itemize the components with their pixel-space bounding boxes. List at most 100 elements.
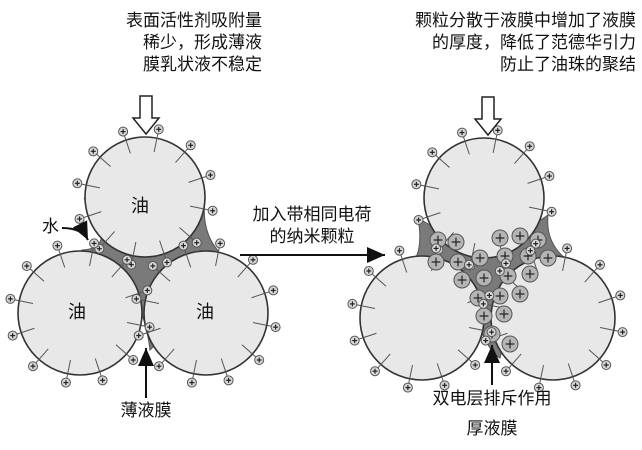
nanoparticle-icon: [475, 307, 493, 325]
plus-charge-icon: [207, 205, 218, 216]
surfactant-tail: [13, 299, 34, 304]
surfactant-tail: [434, 153, 450, 168]
plus-charge-icon: [88, 146, 99, 157]
right-caption: 颗粒分散于液膜中增加了液膜 的厚度，降低了范德华引力 防止了油珠的聚结: [415, 10, 636, 76]
plus-charge-icon: [215, 238, 226, 249]
plus-charge-icon: [470, 360, 481, 371]
surfactant-tail: [188, 175, 208, 183]
plus-charge-icon: [122, 254, 133, 265]
plus-charge-icon: [457, 127, 468, 138]
nanoparticle-icon: [511, 285, 529, 303]
plus-charge-icon: [21, 260, 32, 271]
surfactant-tail: [421, 212, 441, 220]
plus-charge-icon: [439, 380, 450, 391]
left-caption: 表面活性剂吸附量 稀少，形成薄液 膜乳状液不稳定: [126, 10, 262, 76]
plus-charge-icon: [369, 366, 380, 377]
surfactant-tail: [160, 348, 175, 365]
surfactant-tail: [28, 267, 45, 282]
plus-charge-icon: [133, 330, 144, 341]
plus-charge-icon: [544, 171, 555, 182]
plus-charge-icon: [185, 140, 196, 151]
nanoparticle-icon: [511, 227, 529, 245]
surfactant-tail: [123, 134, 131, 154]
surfactant-tail: [527, 176, 547, 184]
surfactant-tail: [15, 327, 35, 336]
plus-charge-icon: [191, 237, 202, 248]
nanoparticle-icon: [539, 249, 557, 267]
plus-charge-icon: [402, 382, 413, 393]
plus-charge-icon: [268, 285, 279, 296]
right-caption-line-2: 的厚度，降低了范德华引力: [432, 33, 636, 53]
plus-charge-icon: [562, 243, 573, 254]
surfactant-tail: [588, 349, 605, 364]
oil-drop-bottom-left: [17, 250, 143, 376]
surfactant-tail: [584, 266, 599, 283]
surfactant-tail: [357, 332, 377, 341]
plus-charge-icon: [52, 240, 63, 251]
plus-charge-icon: [186, 377, 197, 388]
surfactant-tail: [139, 299, 160, 304]
surfactant-tail: [80, 183, 101, 189]
nanoparticle-icon: [521, 265, 539, 283]
surfactant-tail: [539, 364, 544, 385]
process-line-2: 的纳米颗粒: [269, 227, 355, 247]
surfactant-tail: [399, 253, 408, 273]
plus-charge-icon: [464, 259, 475, 270]
plus-charge-icon: [27, 361, 38, 372]
thin-film-label: 薄液膜: [120, 401, 172, 421]
surfactant-tail: [528, 206, 549, 212]
plus-charge-icon: [349, 335, 360, 346]
surfactant-tail: [355, 304, 376, 309]
surfactant-tail: [189, 205, 210, 211]
surfactant-tail: [562, 251, 567, 272]
surfactant-tail: [100, 231, 115, 247]
plus-charge-icon: [484, 290, 495, 301]
plus-charge-icon: [254, 355, 265, 366]
surfactant-tail: [82, 211, 102, 219]
plus-charge-icon: [524, 141, 535, 152]
plus-charge-icon: [413, 214, 424, 225]
surfactant-tail: [66, 359, 71, 380]
water-label: 水: [42, 217, 59, 237]
plus-charge-icon: [131, 293, 142, 304]
right-caption-line-1: 颗粒分散于液膜中增加了液膜: [415, 11, 636, 31]
nanoparticle-icon: [447, 233, 465, 251]
oil-drop-top-left: [84, 136, 206, 258]
oil-label-top-left: 油: [131, 196, 149, 217]
nanoparticle-icon: [491, 287, 509, 305]
left-caption-line-1: 表面活性剂吸附量: [126, 11, 262, 31]
surfactant-tail: [131, 241, 137, 262]
surfactant-tail: [470, 242, 476, 263]
plus-charge-icon: [486, 327, 497, 338]
nanoparticle-icon: [427, 253, 445, 271]
plus-charge-icon: [142, 285, 153, 296]
left-caption-line-3: 膜乳状液不稳定: [143, 55, 262, 75]
hollow-down-arrow-icon: [473, 96, 503, 137]
surfactant-tail: [154, 267, 171, 282]
plus-charge-icon: [363, 265, 374, 276]
surfactant-tail: [192, 359, 197, 380]
plus-charge-icon: [494, 265, 505, 276]
water-pointer-arrow: [61, 220, 89, 241]
nanoparticle-icon: [491, 229, 509, 247]
plus-charge-icon: [178, 240, 189, 251]
plus-charge-icon: [500, 366, 511, 377]
process-line-1: 加入带相同电荷: [252, 205, 372, 225]
surfactant-tail: [598, 295, 618, 304]
plus-charge-icon: [128, 355, 139, 366]
right-caption-line-3: 防止了油珠的聚结: [500, 55, 636, 75]
surfactant-tail: [408, 364, 413, 385]
plus-charge-icon: [97, 375, 108, 386]
surfactant-tail: [237, 261, 252, 278]
plus-charge-icon: [570, 380, 581, 391]
left-caption-line-2: 稀少，形成薄液: [143, 33, 262, 53]
plus-charge-icon: [411, 179, 422, 190]
surfactant-tail: [89, 246, 94, 267]
surfactant-tail: [111, 261, 126, 278]
plus-charge-icon: [144, 322, 155, 333]
surfactant-tail: [57, 248, 66, 268]
surfactant-tail: [94, 358, 103, 378]
plus-charge-icon: [72, 178, 83, 189]
surfactant-tail: [159, 240, 167, 260]
